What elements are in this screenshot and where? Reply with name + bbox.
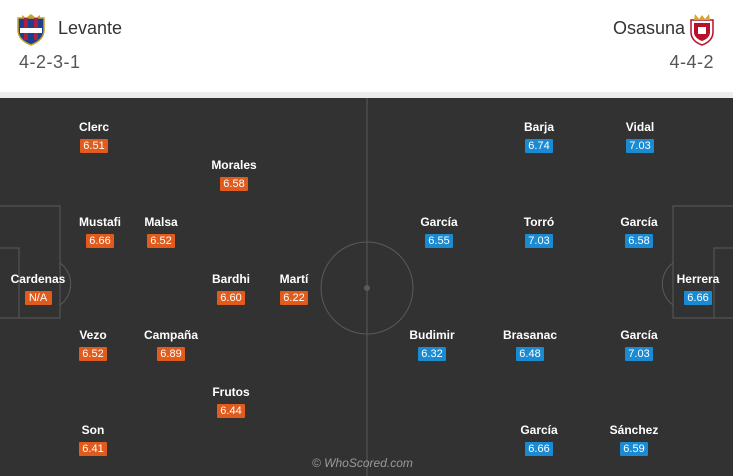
player-home-4[interactable]: Malsa 6.52 bbox=[121, 215, 201, 249]
player-rating: 6.58 bbox=[625, 234, 653, 248]
player-away-7[interactable]: Budimir 6.32 bbox=[392, 328, 472, 362]
player-rating: 6.66 bbox=[525, 442, 553, 456]
player-rating: 7.03 bbox=[626, 139, 654, 153]
levante-crest-icon bbox=[17, 14, 45, 46]
player-rating: 6.48 bbox=[516, 347, 544, 361]
player-rating: 6.41 bbox=[79, 442, 107, 456]
player-rating: N/A bbox=[24, 291, 52, 305]
away-team-name[interactable]: Osasuna bbox=[612, 18, 685, 38]
player-name: Barja bbox=[523, 120, 555, 134]
player-home-10[interactable]: Frutos 6.44 bbox=[191, 385, 271, 419]
player-away-3[interactable]: García 6.55 bbox=[399, 215, 479, 249]
player-name: Herrera bbox=[676, 272, 720, 286]
player-away-8[interactable]: Brasanac 6.48 bbox=[490, 328, 570, 362]
player-name: Vezo bbox=[79, 328, 107, 342]
player-name: García bbox=[520, 423, 558, 437]
player-home-3[interactable]: Mustafi 6.66 bbox=[60, 215, 140, 249]
player-home-8[interactable]: Vezo 6.52 bbox=[53, 328, 133, 362]
player-rating: 6.52 bbox=[79, 347, 107, 361]
player-name: García bbox=[620, 215, 658, 229]
player-home-7[interactable]: Martí 6.22 bbox=[254, 272, 334, 306]
player-rating: 6.52 bbox=[147, 234, 175, 248]
player-home-6[interactable]: Bardhi 6.60 bbox=[191, 272, 271, 306]
home-formation: 4-2-3-1 bbox=[19, 52, 81, 72]
player-home-5[interactable]: Cardenas N/A bbox=[0, 272, 78, 306]
player-rating: 6.51 bbox=[80, 139, 108, 153]
player-away-11[interactable]: Sánchez 6.59 bbox=[594, 423, 674, 457]
player-home-2[interactable]: Morales 6.58 bbox=[194, 158, 274, 192]
player-rating: 6.89 bbox=[157, 347, 185, 361]
player-away-9[interactable]: García 7.03 bbox=[599, 328, 679, 362]
player-name: Sánchez bbox=[609, 423, 659, 437]
player-rating: 6.66 bbox=[86, 234, 114, 248]
player-name: Clerc bbox=[78, 120, 110, 134]
player-home-1[interactable]: Clerc 6.51 bbox=[54, 120, 134, 154]
player-away-5[interactable]: García 6.58 bbox=[599, 215, 679, 249]
player-away-4[interactable]: Torró 7.03 bbox=[499, 215, 579, 249]
player-name: Frutos bbox=[212, 385, 250, 399]
player-name: Budimir bbox=[409, 328, 455, 342]
player-away-2[interactable]: Vidal 7.03 bbox=[600, 120, 680, 154]
pitch: Clerc 6.51 Morales 6.58 Mustafi 6.66 Mal… bbox=[0, 98, 733, 476]
player-away-10[interactable]: García 6.66 bbox=[499, 423, 579, 457]
player-rating: 6.44 bbox=[217, 404, 245, 418]
player-name: Brasanac bbox=[502, 328, 558, 342]
away-formation: 4-4-2 bbox=[669, 52, 714, 72]
player-home-9[interactable]: Campaña 6.89 bbox=[131, 328, 211, 362]
player-name: García bbox=[420, 215, 458, 229]
player-name: Malsa bbox=[144, 215, 178, 229]
player-rating: 6.55 bbox=[425, 234, 453, 248]
player-rating: 6.60 bbox=[217, 291, 245, 305]
pitch-markings bbox=[0, 98, 733, 476]
player-rating: 6.32 bbox=[418, 347, 446, 361]
player-name: Mustafi bbox=[79, 215, 121, 229]
home-team-name[interactable]: Levante bbox=[58, 18, 123, 38]
player-rating: 7.03 bbox=[625, 347, 653, 361]
player-name: Torró bbox=[523, 215, 555, 229]
header-divider bbox=[0, 92, 733, 98]
player-away-1[interactable]: Barja 6.74 bbox=[499, 120, 579, 154]
player-rating: 6.66 bbox=[684, 291, 712, 305]
whoscored-watermark: © WhoScored.com bbox=[312, 456, 413, 470]
player-name: Martí bbox=[279, 272, 309, 286]
match-header: Levante 4-2-3-1 Osasuna 4-4-2 bbox=[0, 0, 733, 92]
player-name: Bardhi bbox=[211, 272, 250, 286]
player-name: Vidal bbox=[625, 120, 655, 134]
player-name: García bbox=[620, 328, 658, 342]
player-name: Cardenas bbox=[10, 272, 66, 286]
player-rating: 6.22 bbox=[280, 291, 308, 305]
player-away-6[interactable]: Herrera 6.66 bbox=[658, 272, 733, 306]
player-name: Son bbox=[81, 423, 105, 437]
player-name: Campaña bbox=[143, 328, 199, 342]
player-rating: 6.74 bbox=[525, 139, 553, 153]
player-rating: 6.59 bbox=[620, 442, 648, 456]
player-name: Morales bbox=[211, 158, 257, 172]
player-home-11[interactable]: Son 6.41 bbox=[53, 423, 133, 457]
player-rating: 6.58 bbox=[220, 177, 248, 191]
osasuna-crest-icon bbox=[690, 14, 714, 46]
player-rating: 7.03 bbox=[525, 234, 553, 248]
